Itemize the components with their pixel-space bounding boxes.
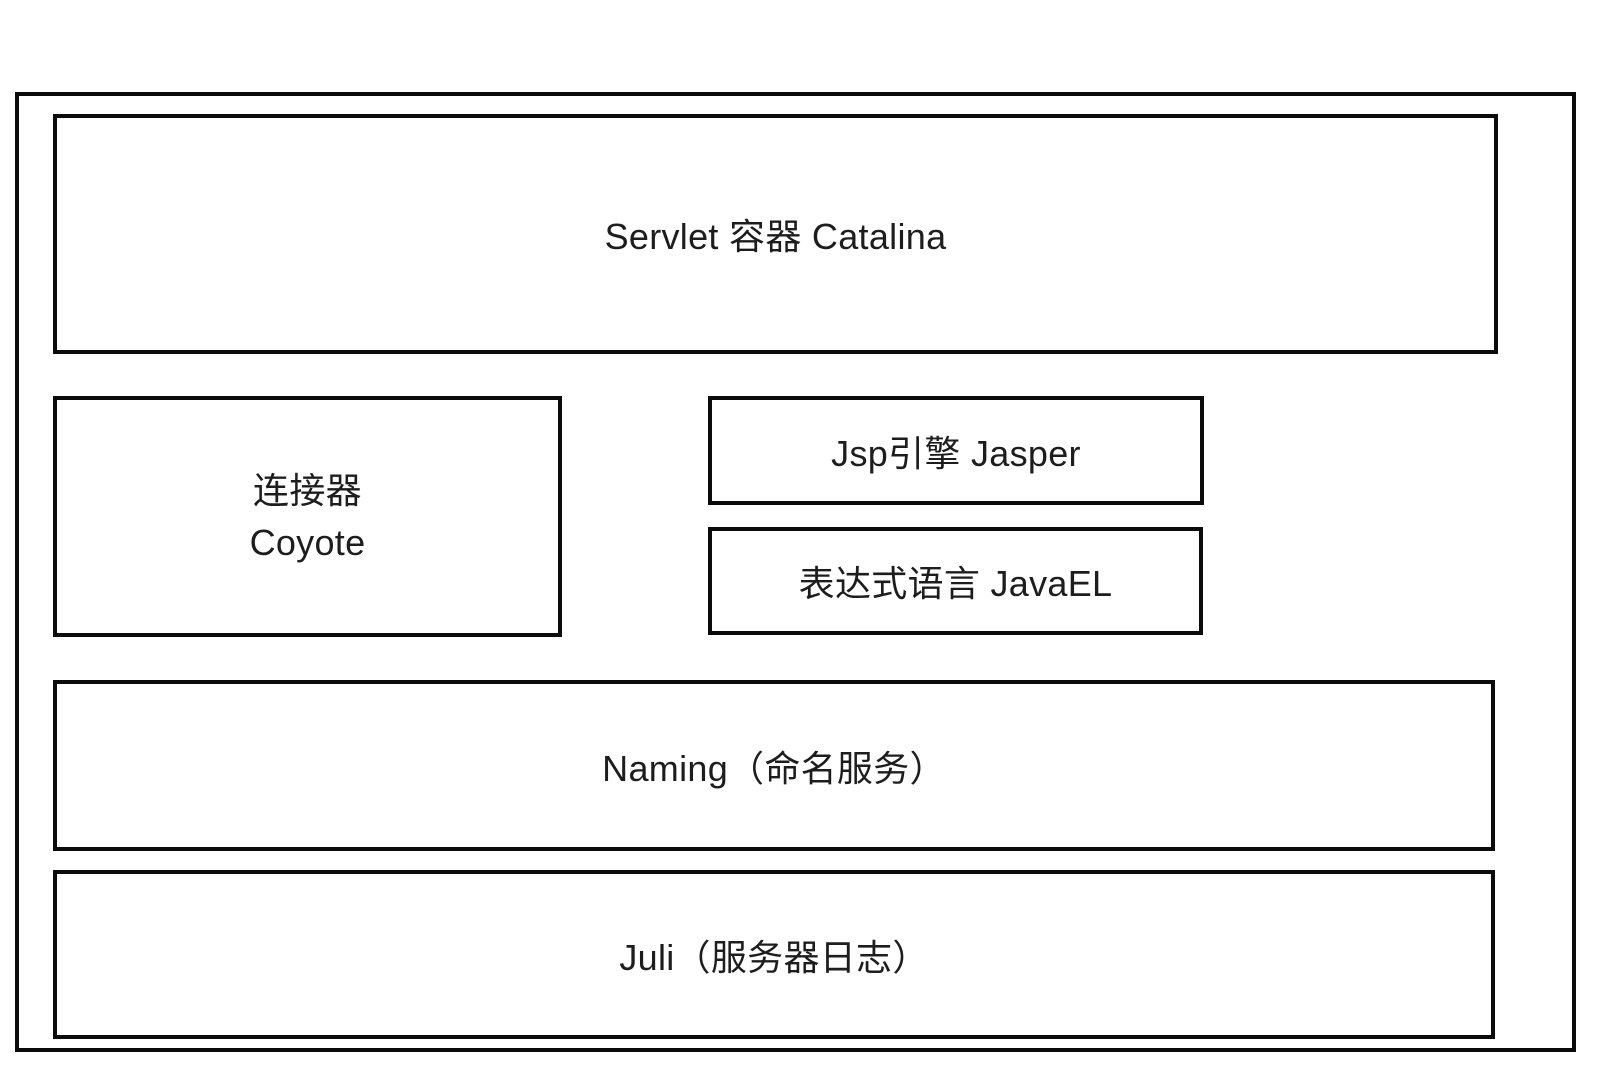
catalina-box: Servlet 容器 Catalina [53,114,1498,354]
naming-label: Naming（命名服务） [602,747,946,789]
javael-label: 表达式语言 JavaEL [798,563,1113,604]
naming-box: Naming（命名服务） [53,680,1495,851]
catalina-label: Servlet 容器 Catalina [604,216,947,257]
juli-label: Juli（服务器日志） [619,936,929,978]
juli-box: Juli（服务器日志） [53,870,1495,1039]
coyote-label-line1: 连接器 [253,470,362,512]
coyote-label-line2: Coyote [249,521,366,563]
javael-box: 表达式语言 JavaEL [708,527,1203,635]
jasper-box: Jsp引擎 Jasper [708,396,1204,505]
coyote-label: 连接器 Coyote [250,465,366,567]
jasper-label: Jsp引擎 Jasper [831,432,1081,474]
coyote-box: 连接器 Coyote [53,396,562,637]
